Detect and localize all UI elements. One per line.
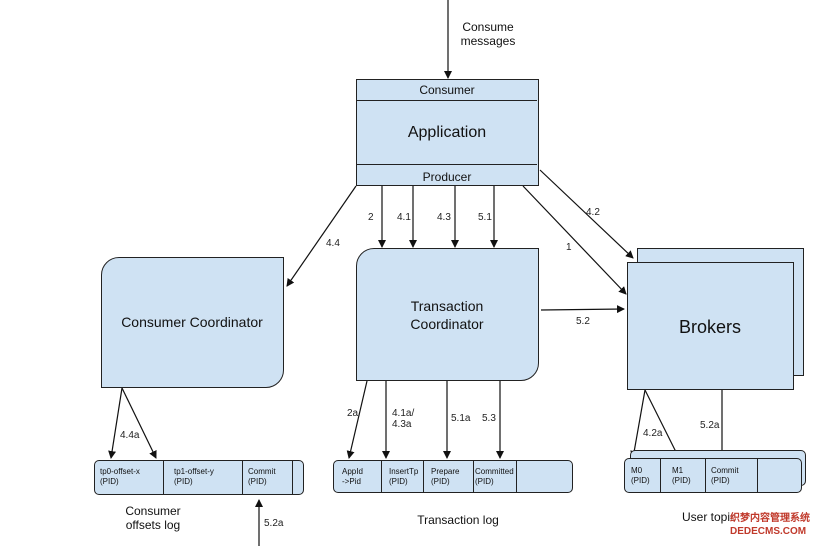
transaction-coordinator-block: Transaction Coordinator xyxy=(356,248,539,381)
arrow-4-2a-right xyxy=(644,389,680,459)
consumer-offsets-log-caption: Consumer offsets log xyxy=(125,504,181,532)
transaction-coordinator-label: Transaction Coordinator xyxy=(410,298,484,332)
divider xyxy=(660,459,661,492)
transaction-log-caption: Transaction log xyxy=(417,513,499,527)
log-cell: Commit (PID) xyxy=(711,466,739,485)
arrow-label: 4.2 xyxy=(586,207,600,218)
arrow-label: 2a xyxy=(347,408,359,419)
divider xyxy=(242,461,243,494)
consumer-coordinator-block: Consumer Coordinator xyxy=(101,257,284,388)
application-label: Application xyxy=(407,124,487,141)
consume-messages-label: Consume messages xyxy=(460,20,516,48)
arrow-label: 1 xyxy=(566,242,572,253)
arrow-5-2 xyxy=(540,305,625,314)
arrow-label: 5.1 xyxy=(478,212,492,223)
producer-label: Producer xyxy=(422,170,472,184)
brokers-label: Brokers xyxy=(678,317,741,337)
divider xyxy=(292,461,293,494)
arrow-4-4a-left xyxy=(108,387,123,459)
divider xyxy=(705,459,706,492)
arrow-label: 4.3 xyxy=(437,212,451,223)
divider xyxy=(423,461,424,492)
arrow-4-4 xyxy=(286,185,357,287)
arrow-4-4a-right xyxy=(121,387,157,459)
log-cell: tp1-offset-y (PID) xyxy=(174,467,214,486)
application-block: Consumer Application Producer xyxy=(356,79,539,186)
divider xyxy=(357,100,537,101)
log-cell: InsertTp (PID) xyxy=(389,467,419,486)
transaction-log: AppId ->Pid InsertTp (PID) Prepare (PID)… xyxy=(333,460,573,493)
arrow-label: 4.2a xyxy=(643,428,663,439)
divider xyxy=(381,461,382,492)
arrow-label: 5.3 xyxy=(482,413,496,424)
log-cell: Committed (PID) xyxy=(475,467,514,486)
divider xyxy=(357,164,537,165)
watermark: 织梦内容管理系统 DEDECMS.COM xyxy=(730,512,836,538)
arrow-label: 4.1a/ 4.3a xyxy=(392,408,415,430)
arrow-label: 5.2a xyxy=(264,518,284,529)
log-cell: tp0-offset-x (PID) xyxy=(100,467,140,486)
brokers-block: Brokers xyxy=(627,262,794,390)
arrow-label: 4.4 xyxy=(326,238,340,249)
log-cell: M1 (PID) xyxy=(672,466,691,485)
consumer-offsets-log: tp0-offset-x (PID) tp1-offset-y (PID) Co… xyxy=(94,460,304,495)
divider xyxy=(473,461,474,492)
arrow-label: 4.1 xyxy=(397,212,411,223)
arrow-1 xyxy=(522,185,627,295)
divider xyxy=(757,459,758,492)
consumer-coordinator-label: Consumer Coordinator xyxy=(121,314,263,330)
arrow-label: 5.2 xyxy=(576,316,590,327)
user-topic-log: M0 (PID) M1 (PID) Commit (PID) xyxy=(624,458,802,493)
log-cell: Commit (PID) xyxy=(248,467,276,486)
log-cell: M0 (PID) xyxy=(631,466,650,485)
arrow-4-2 xyxy=(539,169,634,259)
consumer-label: Consumer xyxy=(419,83,475,97)
divider xyxy=(516,461,517,492)
divider xyxy=(163,461,164,494)
arrow-label: 2 xyxy=(368,212,374,223)
arrow-label: 5.2a xyxy=(700,420,720,431)
user-topic-caption: User topic xyxy=(682,510,737,524)
arrow-4-2a-left xyxy=(630,389,646,459)
arrow-2a xyxy=(346,380,368,459)
arrow-label: 4.4a xyxy=(120,430,140,441)
log-cell: AppId ->Pid xyxy=(342,467,363,486)
log-cell: Prepare (PID) xyxy=(431,467,460,486)
arrow-label: 5.1a xyxy=(451,413,471,424)
